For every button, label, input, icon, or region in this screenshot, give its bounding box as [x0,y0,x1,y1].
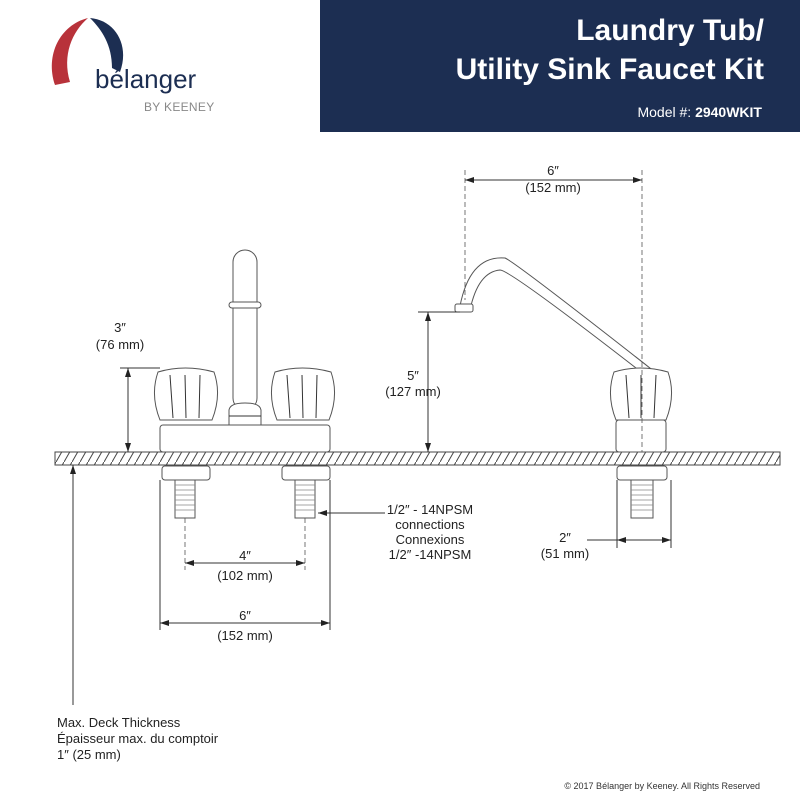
handle-height-in: 3″ [114,320,126,335]
spout-faucet [454,257,672,519]
connections-line3: Connexions [396,532,465,547]
brand-name: bélanger [95,64,197,94]
connections-line1: 1/2″ - 14NPSM [387,502,473,517]
model-number: Model #: 2940WKIT [637,104,762,120]
inner-centers-in: 4″ [239,548,251,563]
connections-line4: 1/2″ -14NPSM [389,547,472,562]
title-line2: Utility Sink Faucet Kit [455,53,764,86]
handle-height-mm: (76 mm) [96,337,144,352]
model-label: Model #: [637,104,692,120]
dimension-lines [70,170,672,705]
title-banner: Laundry Tub/ Utility Sink Faucet Kit Mod… [320,0,800,132]
connections-line2: connections [395,517,465,532]
spout-height-mm: (127 mm) [385,384,441,399]
spout-reach-in: 6″ [547,163,559,178]
copyright: © 2017 Bélanger by Keeney. All Rights Re… [564,781,760,791]
inner-centers-mm: (102 mm) [217,568,273,583]
brand-sub: BY KEENEY [144,100,215,114]
deck-line1: Max. Deck Thickness [57,715,181,730]
deck-line2: Épaisseur max. du comptoir [57,731,219,746]
spout-height-in: 5″ [407,368,419,383]
model-value: 2940WKIT [695,104,762,120]
title-line1: Laundry Tub/ [576,14,764,47]
deck-surface [54,451,781,466]
base-width-in: 2″ [559,530,571,545]
deck-line3: 1″ (25 mm) [57,747,121,762]
spout-reach-mm: (152 mm) [525,180,581,195]
logo-mark-icon [51,18,124,85]
outer-centers-mm: (152 mm) [217,628,273,643]
base-width-mm: (51 mm) [541,546,589,561]
two-handle-faucet [154,249,335,519]
outer-centers-in: 6″ [239,608,251,623]
